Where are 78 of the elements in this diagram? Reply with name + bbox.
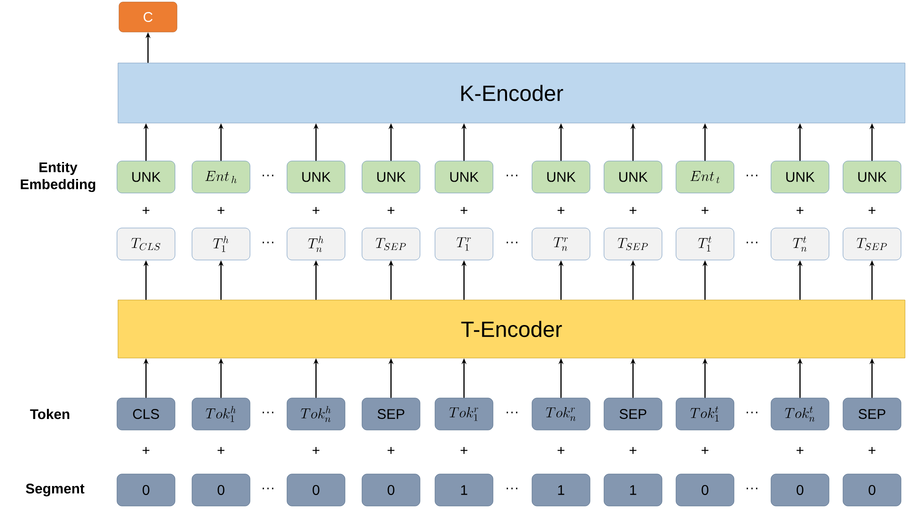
plus-sign: +	[142, 446, 150, 454]
embedding-box: UNK	[842, 160, 902, 194]
plus-sign: +	[218, 446, 224, 454]
token-box: $Tok_1^r$	[434, 398, 494, 430]
ellipsis: ···	[262, 242, 274, 244]
encoder-box: K-Encoder	[118, 62, 906, 124]
ellipsis: ···	[262, 488, 274, 490]
row-label: Segment	[26, 484, 84, 496]
encoder-box: T-Encoder	[118, 300, 906, 358]
row-label: Token	[30, 408, 70, 420]
embedding-box: $T_{SEP}$	[842, 228, 902, 260]
segment-box: 0	[116, 474, 176, 506]
ellipsis: ···	[506, 242, 518, 244]
embedding-box: $T_n^t$	[770, 228, 830, 260]
ellipsis: ···	[262, 174, 274, 176]
segment-box: 0	[676, 474, 734, 506]
embedding-box: UNK	[362, 160, 420, 194]
embedding-box: UNK	[434, 160, 494, 194]
plus-sign: +	[868, 446, 876, 454]
segment-box: 1	[434, 474, 494, 506]
ellipsis: ···	[262, 412, 274, 414]
embedding-box: $T_{SEP}$	[362, 228, 420, 260]
plus-sign: +	[558, 206, 564, 214]
token-box: SEP	[362, 398, 420, 430]
embedding-box: $T_{SEP}$	[604, 228, 662, 260]
plus-sign: +	[460, 446, 468, 454]
plus-sign: +	[312, 446, 320, 454]
token-box: $Tok_n^t$	[770, 398, 830, 430]
embedding-box: UNK	[116, 160, 176, 194]
segment-box: 0	[770, 474, 830, 506]
plus-sign: +	[796, 206, 804, 214]
ellipsis: ···	[746, 412, 758, 414]
ellipsis: ···	[506, 412, 518, 414]
token-box: CLS	[116, 398, 176, 430]
plus-sign: +	[796, 446, 804, 454]
embedding-box: $Ent_{\,t}$	[676, 160, 734, 194]
token-box: $Tok_1^t$	[676, 398, 734, 430]
plus-sign: +	[558, 446, 564, 454]
segment-box: 1	[532, 474, 590, 506]
token-box: SEP	[842, 398, 902, 430]
plus-sign: +	[218, 206, 224, 214]
ellipsis: ···	[506, 488, 518, 490]
segment-box: 0	[192, 474, 250, 506]
segment-box: 1	[604, 474, 662, 506]
segment-box: 0	[362, 474, 420, 506]
token-box: SEP	[604, 398, 662, 430]
plus-sign: +	[630, 446, 636, 454]
plus-sign: +	[312, 206, 320, 214]
output-box: C	[118, 2, 178, 32]
ellipsis: ···	[746, 488, 758, 490]
embedding-box: UNK	[604, 160, 662, 194]
plus-sign: +	[702, 206, 708, 214]
token-box: $Tok_1^h$	[192, 398, 250, 430]
embedding-box: $T_1^r$	[434, 228, 494, 260]
plus-sign: +	[142, 206, 150, 214]
token-box: $Tok_n^h$	[286, 398, 346, 430]
plus-sign: +	[630, 206, 636, 214]
segment-box: 0	[286, 474, 346, 506]
ellipsis: ···	[746, 174, 758, 176]
embedding-box: $T_1^h$	[192, 228, 250, 260]
embedding-box: $T_n^h$	[286, 228, 346, 260]
plus-sign: +	[460, 206, 468, 214]
embedding-box: UNK	[770, 160, 830, 194]
ellipsis: ···	[506, 174, 518, 176]
plus-sign: +	[388, 206, 394, 214]
plus-sign: +	[868, 206, 876, 214]
ellipsis: ···	[746, 242, 758, 244]
embedding-box: UNK	[532, 160, 590, 194]
embedding-box: $T_n^r$	[532, 228, 590, 260]
embedding-box: $T_{CLS}$	[116, 228, 176, 260]
plus-sign: +	[702, 446, 708, 454]
embedding-box: $T_1^t$	[676, 228, 734, 260]
row-label: Entity Embedding	[20, 162, 96, 192]
embedding-box: $Ent_{\,h}$	[192, 160, 250, 194]
embedding-box: UNK	[286, 160, 346, 194]
segment-box: 0	[842, 474, 902, 506]
plus-sign: +	[388, 446, 394, 454]
token-box: $Tok_n^r$	[532, 398, 590, 430]
